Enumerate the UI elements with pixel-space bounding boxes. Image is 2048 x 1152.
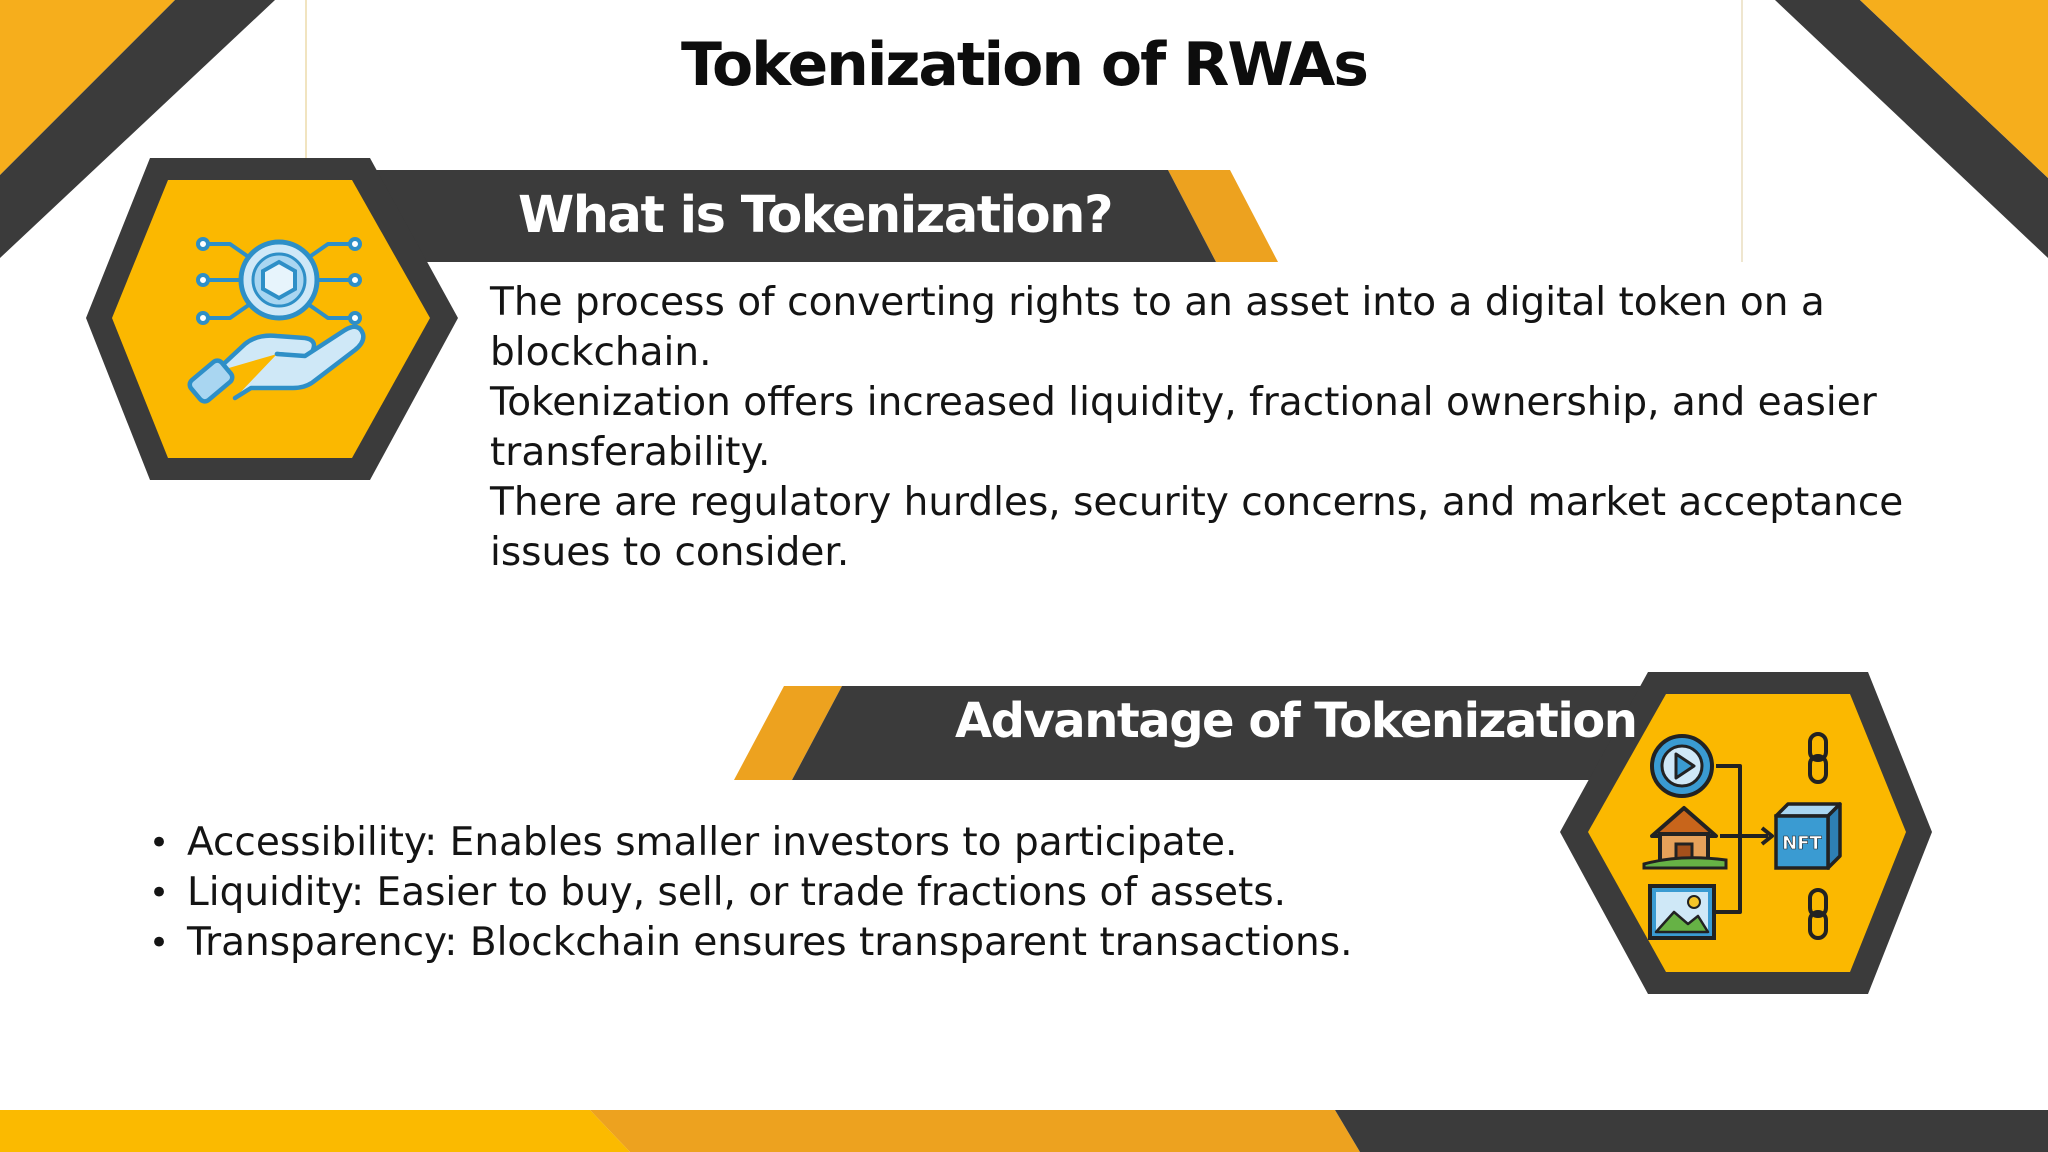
list-item: Liquidity: Easier to buy, sell, or trade… [145,868,1495,918]
page-title: Tokenization of RWAs [681,30,1369,100]
nft-label: NFT [1782,833,1822,854]
what-paragraph: There are regulatory hurdles, security c… [490,480,1904,575]
what-description: The process of converting rights to an a… [490,278,2010,578]
list-item: Transparency: Blockchain ensures transpa… [145,918,1495,968]
advantage-heading: Advantage of Tokenization [955,693,1638,749]
what-paragraph: The process of converting rights to an a… [490,280,1825,375]
token-hand-icon [187,237,366,404]
nft-asset-icon: NFT [1642,732,1842,940]
what-heading: What is Tokenization? [518,186,1114,245]
what-paragraph: Tokenization offers increased liquidity,… [490,380,1877,475]
advantage-list: Accessibility: Enables smaller investors… [145,818,1495,968]
list-item: Accessibility: Enables smaller investors… [145,818,1495,868]
